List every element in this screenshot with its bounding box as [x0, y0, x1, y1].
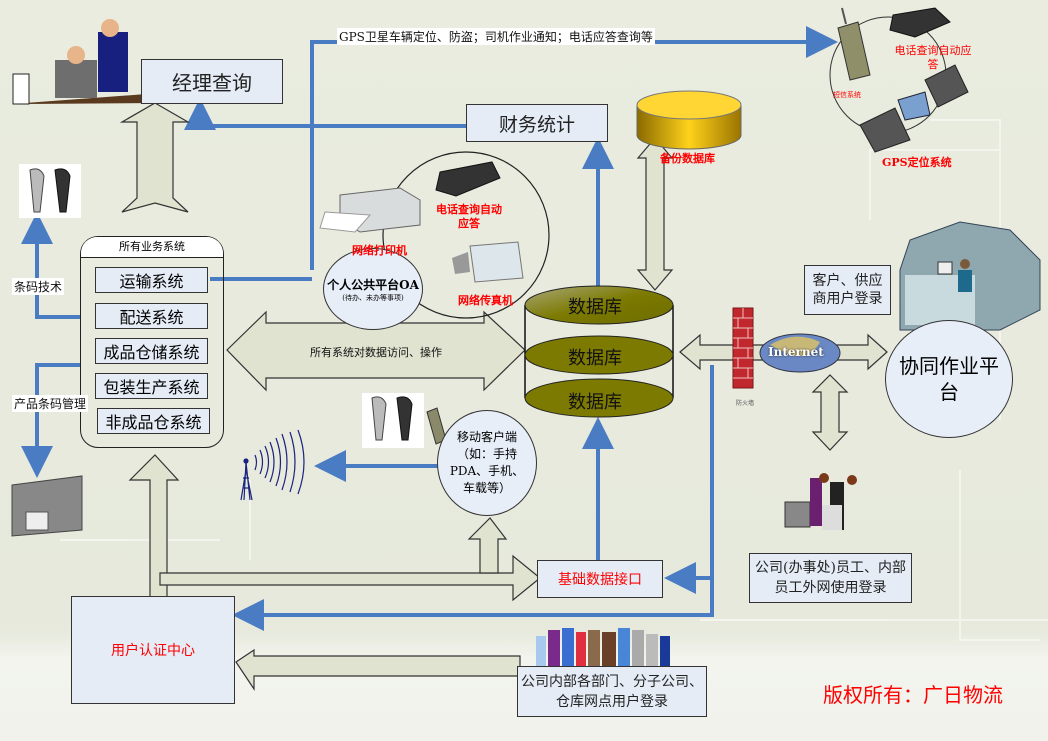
system-item-label: 运输系统	[119, 272, 184, 291]
product-barcode-connector	[21, 363, 80, 478]
base-data-interface-label: 基础数据接口	[558, 572, 642, 588]
auth-center-box[interactable]: 用户认证中心	[71, 596, 235, 704]
phone-auto-answer-mid-label: 电话查询自动应答	[436, 203, 502, 230]
collab-platform-node[interactable]: 协同作业平台	[885, 320, 1013, 438]
phone-auto-answer-top-label: 电话查询自动应答	[894, 44, 972, 71]
network-fax-icon	[452, 241, 524, 283]
barcode-tech-label: 条码技术	[12, 278, 65, 295]
mobile-client-label: 移动客户端（如：手持PDA、手机、车载等）	[449, 430, 525, 495]
mobile-client-node[interactable]: 移动客户端（如：手持PDA、手机、车载等）	[437, 410, 537, 516]
database-layer-1	[524, 285, 674, 325]
fat-arrow-to-manager	[119, 102, 191, 213]
label-printer-icon	[11, 475, 83, 537]
system-item-label: 成品仓储系统	[103, 343, 200, 362]
radio-tower-icon	[240, 429, 305, 501]
internet-label: Internet	[768, 345, 824, 359]
oa-platform-node[interactable]: 个人公共平台OA (待办、未办等事项)	[323, 248, 423, 330]
fat-arrow-to-auth	[235, 648, 521, 691]
data-access-label: 所有系统对数据访问、操作	[310, 346, 442, 359]
gps-line-label: GPS卫星车辆定位、防盗；司机作业通知；电话应答查询等	[337, 28, 655, 45]
mobile-scanner-icon	[362, 393, 447, 448]
manager-illustration	[12, 19, 162, 105]
database-layer-1-label: 数据库	[568, 297, 622, 318]
system-item-finished-storage[interactable]: 成品仓储系统	[95, 338, 208, 364]
gps-satellite-icon	[859, 64, 969, 153]
fat-arrow-employees	[811, 374, 849, 451]
backup-db-icon	[636, 90, 742, 150]
fat-arrow-backup	[636, 137, 674, 291]
system-item-label: 配送系统	[119, 308, 184, 327]
copyright-label: 版权所有：广日物流	[823, 683, 1003, 707]
manager-query-label: 经理查询	[172, 71, 252, 95]
base-data-interface-box[interactable]: 基础数据接口	[537, 560, 663, 598]
auth-return-connector	[232, 365, 714, 631]
oa-platform-title: 个人公共平台OA	[327, 277, 419, 292]
finance-stats-label: 财务统计	[498, 113, 575, 136]
database-stack	[524, 285, 674, 418]
desk-phone-icon	[889, 7, 951, 38]
all-business-systems-container: 所有业务系统	[80, 236, 224, 448]
oa-platform-subtitle: (待办、未办等事项)	[342, 293, 404, 302]
manager-query-box[interactable]: 经理查询	[141, 59, 283, 104]
database-layer-3	[524, 378, 674, 418]
auth-center-label: 用户认证中心	[111, 643, 195, 659]
employee-login-box[interactable]: 公司(办事处)员工、内部员工外网使用登录	[749, 553, 912, 603]
finance-stats-box[interactable]: 财务统计	[466, 104, 608, 142]
backup-db-label: 备份数据库	[660, 152, 715, 165]
system-item-label: 非成品仓系统	[105, 413, 202, 432]
system-item-label: 包装生产系统	[103, 378, 200, 397]
staff-crowd-illustration	[536, 628, 670, 666]
system-item-distribution[interactable]: 配送系统	[95, 303, 208, 329]
internal-login-label: 公司内部各部门、分子公司、仓库网点用户登录	[521, 673, 703, 710]
mobile-phone-icon	[837, 7, 871, 81]
finance-to-manager-connector	[184, 98, 466, 130]
barcode-scanner-icon	[19, 164, 81, 218]
employee-login-label: 公司(办事处)员工、内部员工外网使用登录	[755, 560, 906, 596]
barcode-tech-connector	[21, 212, 80, 319]
oa-devices-ring	[382, 151, 550, 319]
firewall-label: 防火墙	[736, 400, 755, 407]
internet-globe-icon	[759, 333, 841, 373]
all-business-systems-title: 所有业务系统	[81, 237, 223, 258]
gps-connector	[310, 26, 838, 270]
network-printer-icon	[319, 187, 421, 233]
customer-login-box[interactable]: 客户、供应商用户登录	[804, 265, 891, 315]
system-item-transport[interactable]: 运输系统	[95, 267, 208, 293]
database-layer-2-label: 数据库	[568, 348, 622, 369]
fat-arrow-to-mobile	[467, 517, 508, 574]
system-item-packaging[interactable]: 包装生产系统	[95, 373, 208, 399]
internal-login-box[interactable]: 公司内部各部门、分子公司、仓库网点用户登录	[517, 666, 707, 717]
network-fax-label: 网络传真机	[458, 294, 513, 307]
system-item-non-finished-storage[interactable]: 非成品仓系统	[97, 408, 210, 434]
network-printer-label: 网络打印机	[352, 244, 407, 257]
fat-arrow-to-interface	[159, 554, 541, 602]
gps-system-label: GPS定位系统	[882, 156, 952, 169]
customer-login-label: 客户、供应商用户登录	[812, 273, 883, 307]
database-layer-3-label: 数据库	[568, 392, 622, 413]
sms-system-label: 短信系统	[833, 91, 861, 99]
product-barcode-label: 产品条码管理	[12, 395, 89, 412]
phone-auto-answer-icon	[435, 161, 501, 197]
collab-platform-label: 协同作业平台	[899, 354, 999, 404]
firewall-icon	[732, 307, 754, 389]
customer-house-icon	[899, 221, 1041, 331]
database-layer-2	[524, 335, 674, 375]
employees-illustration	[784, 473, 857, 530]
